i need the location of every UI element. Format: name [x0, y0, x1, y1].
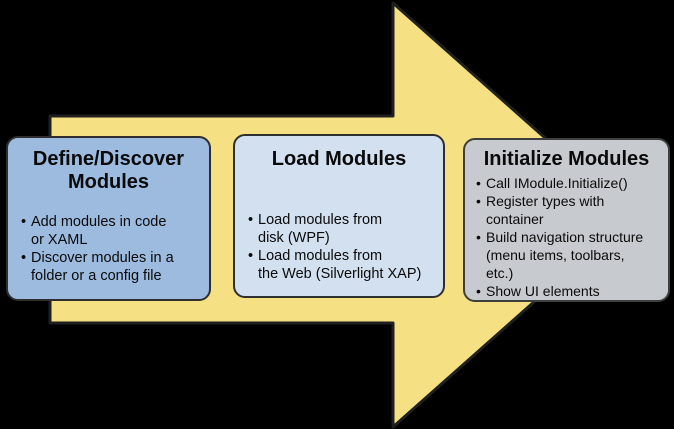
bullet-item: Register types with container — [475, 192, 658, 228]
step-bullets-initialize-modules: Call IModule.Initialize() Register types… — [475, 174, 658, 300]
bullet-text: Discover modules in a folder or a config… — [31, 250, 174, 284]
step-title-define-discover: Define/Discover Modules — [32, 148, 185, 193]
step-bullets-load-modules: Load modules from disk (WPF) Load module… — [247, 211, 431, 283]
bullet-text: Call IModule.Initialize() — [486, 175, 628, 191]
step-title-load-modules: Load Modules — [271, 148, 407, 170]
bullet-item: Discover modules in a folder or a config… — [20, 249, 197, 285]
bullet-text: Load modules from disk (WPF) — [258, 212, 383, 246]
bullet-item: Load modules from the Web (Silverlight X… — [247, 247, 431, 283]
bullet-text: Load modules from the Web (Silverlight X… — [258, 248, 422, 282]
bullet-item: Build navigation structure (menu items, … — [475, 228, 658, 282]
bullet-item: Call IModule.Initialize() — [475, 174, 658, 192]
bullet-text: Show UI elements — [486, 283, 600, 299]
bullet-item: Load modules from disk (WPF) — [247, 211, 431, 247]
step-box-initialize-modules: Initialize Modules Call IModule.Initiali… — [463, 138, 670, 302]
bullet-item: Show UI elements — [475, 282, 658, 300]
step-box-define-discover-modules: Define/Discover Modules Add modules in c… — [6, 136, 211, 301]
step-box-load-modules: Load Modules Load modules from disk (WPF… — [233, 134, 445, 298]
bullet-text: Build navigation structure (menu items, … — [486, 229, 644, 281]
step-title-initialize-modules: Initialize Modules — [483, 148, 650, 170]
bullet-item: Add modules in code or XAML — [20, 213, 197, 249]
bullet-text: Register types with container — [486, 193, 605, 227]
bullet-text: Add modules in code or XAML — [31, 214, 167, 248]
step-bullets-define-discover: Add modules in code or XAML Discover mod… — [20, 213, 197, 285]
